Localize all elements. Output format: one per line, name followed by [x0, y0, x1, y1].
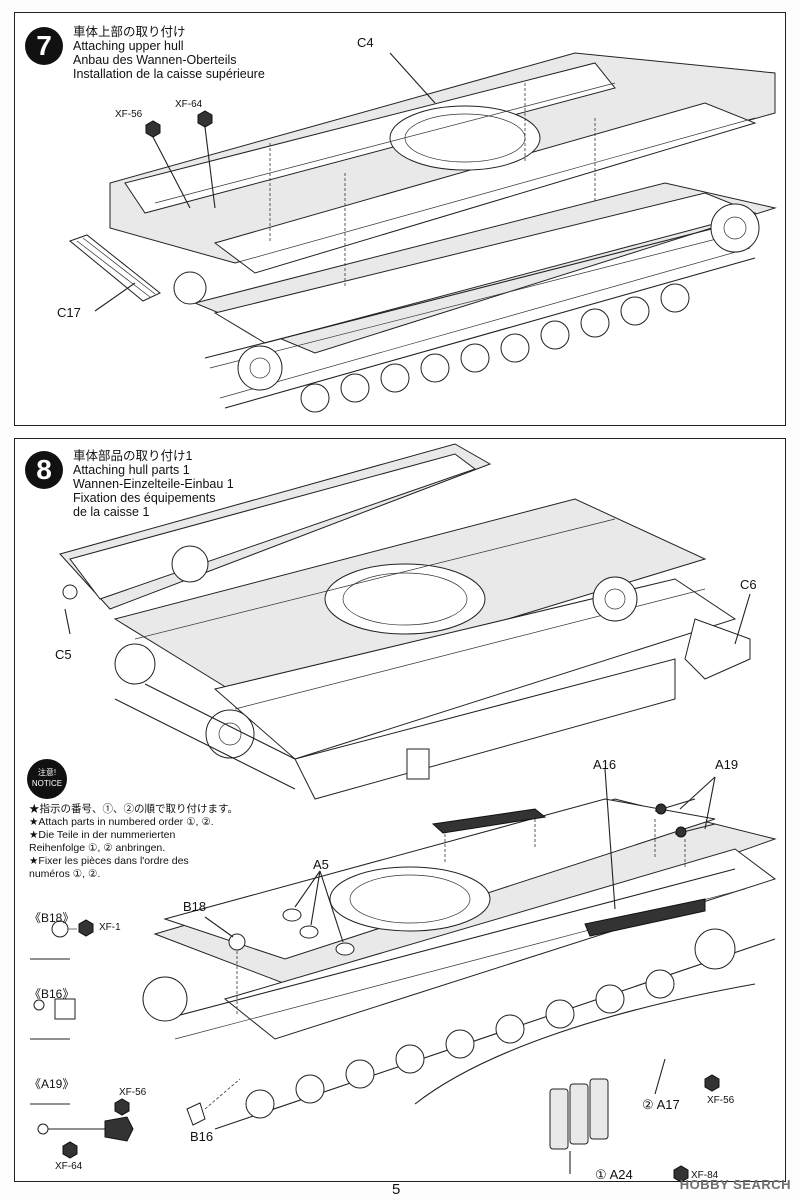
order-number-2: ②: [642, 1097, 654, 1112]
label-a16: A16: [593, 757, 617, 772]
label-a19: A19: [715, 757, 739, 772]
step-8-number: 8: [25, 451, 63, 489]
step-7-road-wheels: [173, 203, 760, 413]
label-a24: A24: [609, 1167, 633, 1182]
step-8-panel: 8 車体部品の取り付け1 Attaching hull parts 1 Wann…: [14, 438, 786, 1183]
step-7-title-ja: 車体上部の取り付け: [73, 25, 186, 39]
notice-line-de-1: ★Die Teile in der nummerierten: [29, 829, 176, 841]
step-7-illustration: [68, 52, 777, 413]
detail-b18-paint: XF-1: [99, 922, 121, 933]
label-xf-84: XF-84: [691, 1170, 719, 1181]
label-a17-order: ② A17: [642, 1097, 680, 1113]
notice-line-fr-1: ★Fixer les pièces dans l'ordre des: [29, 855, 189, 867]
label-a24-order: ① A24: [595, 1167, 633, 1183]
label-c4: C4: [357, 35, 374, 50]
detail-a19-paint-top: XF-56: [119, 1087, 147, 1098]
step-8-title-ja: 車体部品の取り付け1: [73, 449, 193, 463]
step-8-title-de: Wannen-Einzelteile-Einbau 1: [73, 477, 234, 491]
step-7-title-de: Anbau des Wannen-Oberteils: [73, 53, 237, 67]
step-7-title-en: Attaching upper hull: [73, 39, 184, 53]
step-7-number: 7: [25, 27, 63, 65]
detail-b16-label: 《B16》: [29, 987, 75, 1001]
step-8-lower-wheels: [142, 928, 736, 1119]
label-a5: A5: [313, 857, 329, 872]
step-7-upper-hull: [109, 52, 776, 274]
label-c5: C5: [55, 647, 72, 662]
step-8-titles: 車体部品の取り付け1 Attaching hull parts 1 Wannen…: [73, 449, 234, 519]
page-number: 5: [392, 1181, 401, 1198]
step-7-title-fr: Installation de la caisse supérieure: [73, 67, 265, 81]
label-c17: C17: [57, 305, 81, 320]
label-a17: A17: [656, 1097, 680, 1112]
step-8-lower-assembly: [153, 798, 777, 1130]
detail-b16-drawing: [30, 998, 76, 1040]
notice-badge: 注意! NOTICE: [27, 759, 67, 799]
step-8-title-fr-2: de la caisse 1: [73, 505, 150, 519]
notice-line-fr-2: numéros ①, ②.: [29, 868, 101, 880]
order-number-1: ①: [595, 1167, 607, 1182]
step-8-part-c6: [684, 593, 751, 680]
step-8-title-fr: Fixation des équipements: [73, 491, 216, 505]
detail-b18-drawing: [30, 919, 94, 960]
notice-line-ja: ★指示の番号、①、②の順で取り付けます。: [29, 803, 238, 815]
step-8-bracket-clips: [406, 748, 430, 780]
label-xf-56-step8: XF-56: [707, 1095, 735, 1106]
step-8-illustration: [30, 443, 777, 1183]
step-8-upper-assembly: [59, 443, 737, 760]
step-7-part-c17: [68, 234, 161, 312]
label-b18: B18: [183, 899, 207, 914]
notice-badge-en: NOTICE: [31, 779, 63, 788]
label-xf-56-step7: XF-56: [115, 109, 143, 120]
step-7-panel: 7 車体上部の取り付け Attaching upper hull Anbau d…: [14, 12, 786, 426]
step-7-alignment-lines: [269, 83, 596, 288]
step-8-side-bracket: [294, 658, 676, 800]
step-8-part-a5: [282, 870, 355, 956]
detail-a19-drawing: [30, 1098, 134, 1159]
label-xf-64-step7: XF-64: [175, 99, 203, 110]
step-7-titles: 車体上部の取り付け Attaching upper hull Anbau des…: [73, 25, 265, 81]
detail-b18-label: 《B18》: [29, 911, 75, 925]
notice-line-en: ★Attach parts in numbered order ①, ②.: [29, 816, 214, 828]
notice-badge-ja: 注意!: [37, 768, 57, 777]
step-8-part-b16: [186, 1078, 241, 1126]
step-7-paint-markers: [145, 110, 216, 209]
label-b16: B16: [190, 1129, 214, 1144]
watermark-logo: HOBBY SEARCH: [679, 1177, 791, 1192]
step-8-xf56-marker: [704, 1074, 720, 1092]
step-8-part-b18: [204, 916, 246, 1014]
step-8-a17-leader: [654, 1058, 666, 1095]
step-7-c4-leader: [389, 52, 436, 104]
notice-text: ★指示の番号、①、②の順で取り付けます。 ★Attach parts in nu…: [29, 803, 238, 881]
step-8-part-a16: [431, 768, 706, 937]
step-8-title-en: Attaching hull parts 1: [73, 463, 190, 477]
detail-a19-label: 《A19》: [29, 1077, 75, 1091]
notice-line-de-2: Reihenfolge ①, ② anbringen.: [29, 842, 166, 854]
step-8-upper-wheels: [114, 576, 638, 790]
step-7-track: [204, 222, 756, 409]
step-8-part-a24: [549, 1078, 689, 1183]
step-8-part-a19: [654, 776, 716, 869]
label-c6: C6: [740, 577, 757, 592]
detail-a19-paint-bottom: XF-64: [55, 1161, 83, 1172]
step-8-part-a17: [414, 983, 756, 1105]
